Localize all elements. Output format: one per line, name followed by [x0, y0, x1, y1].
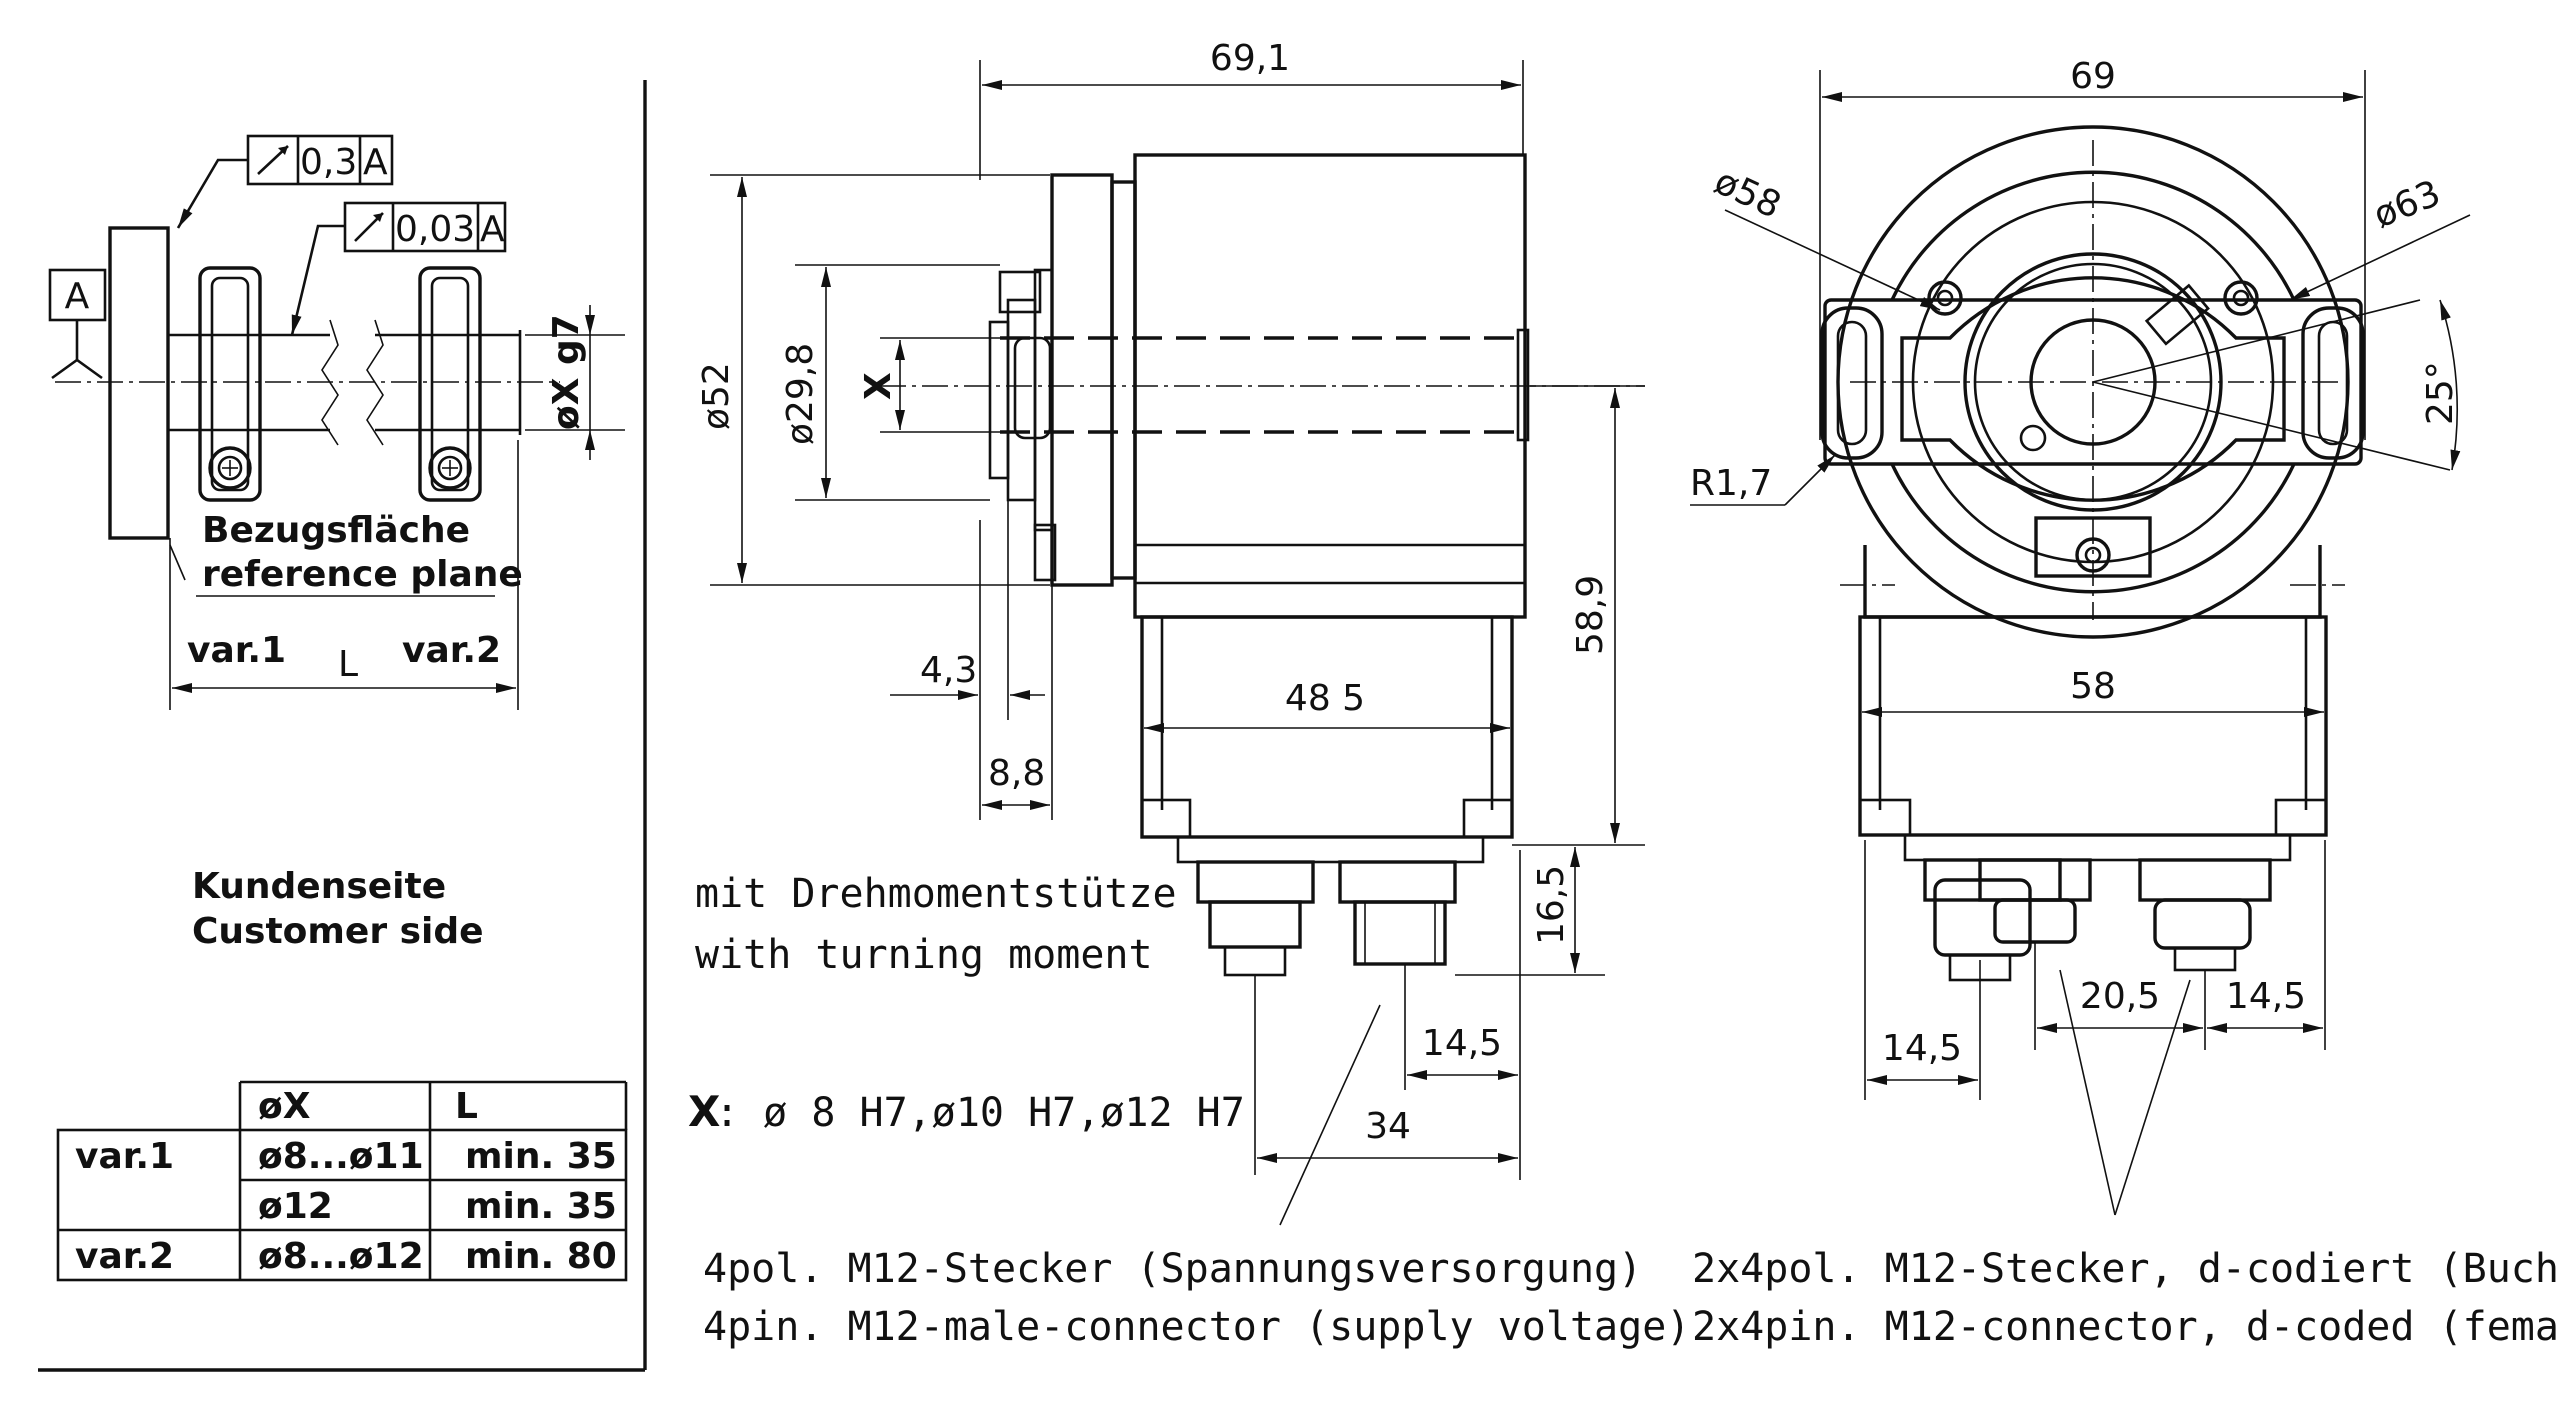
table-row-var: var.1: [75, 1136, 174, 1177]
dim-dia29: ø29,8: [780, 343, 821, 445]
shaft-diameter-label: øX g7: [546, 314, 587, 430]
flange: [108, 226, 170, 540]
customer-side-en: Customer side: [192, 911, 484, 952]
table-row-x: ø8...ø12: [258, 1236, 424, 1277]
dim-dia58: ø58: [1708, 161, 1787, 227]
dim-14-5-right: 14,5: [2226, 976, 2306, 1017]
female-connector-de: 2x4pol. M12-Stecker, d-codiert (Buchse): [1692, 1246, 2558, 1292]
dim-69: 69: [2070, 56, 2116, 97]
table-row-l: min. 35: [465, 1136, 617, 1177]
supply-connector-en: 4pin. M12-male-connector (supply voltage…: [703, 1304, 1690, 1350]
table-row-var: var.2: [75, 1236, 174, 1277]
table-header-l: L: [455, 1086, 478, 1127]
encoder-side-view: 69,1 ø52: [688, 38, 1690, 1350]
torque-note-de: mit Drehmomentstütze: [695, 871, 1177, 917]
dim-14-5: 14,5: [1422, 1023, 1502, 1064]
dim-r1-7: R1,7: [1690, 463, 1772, 504]
dim-34: 34: [1365, 1106, 1411, 1147]
customer-side-de: Kundenseite: [192, 866, 446, 907]
runout-tolerance-1: 0,3: [300, 142, 357, 183]
table-row-l: min. 80: [465, 1236, 617, 1277]
x-values: : ø 8 H7,ø10 H7,ø12 H7: [715, 1090, 1245, 1136]
reference-plane-de: Bezugsfläche: [202, 510, 470, 551]
L-label: L: [338, 644, 358, 685]
dim-14-5-left: 14,5: [1882, 1028, 1962, 1069]
screw-icon: [208, 446, 252, 490]
dim-8-8: 8,8: [988, 753, 1045, 794]
left-shaft-view: A 0,3 A: [38, 80, 647, 1372]
connector-female-2: [2138, 858, 2272, 902]
runout-ref-2: A: [480, 209, 505, 250]
dim-dia63: ø63: [2368, 173, 2446, 236]
screw-icon: [2223, 280, 2259, 316]
runout-tolerance-2: 0,03: [395, 209, 475, 250]
dim-angle: 25°: [2420, 361, 2461, 425]
clamp-right: [418, 266, 482, 502]
encoder-front-view: 69 ø58: [1690, 56, 2558, 1350]
dim-x: X: [858, 372, 899, 400]
table-row-x: ø12: [258, 1186, 333, 1227]
dim-58: 58: [2070, 666, 2116, 707]
table-header-x: øX: [258, 1086, 311, 1127]
dim-58-9: 58,9: [1570, 575, 1611, 655]
var1-label: var.1: [187, 630, 286, 671]
table-row-l: min. 35: [465, 1186, 617, 1227]
dim-48-5: 48 5: [1285, 678, 1365, 719]
dim-4-3: 4,3: [920, 650, 977, 691]
female-connector-en: 2x4pin. M12-connector, d-coded (female): [1692, 1304, 2558, 1350]
dim-dia52: ø52: [696, 362, 737, 430]
supply-connector-de: 4pol. M12-Stecker (Spannungsversorgung): [703, 1246, 1642, 1292]
connector-supply: [1196, 860, 1315, 904]
datum-label: A: [65, 276, 90, 317]
encoder-flange: [1050, 173, 1114, 587]
clamp-left: [198, 266, 262, 502]
torque-note-en: with turning moment: [695, 932, 1153, 978]
reference-plane-en: reference plane: [202, 554, 523, 595]
connector-bus: [1338, 860, 1457, 904]
table-row-x: ø8...ø11: [258, 1136, 424, 1177]
variant-table: øX L var.1 ø8...ø11 min. 35 ø12 min. 35 …: [56, 1080, 628, 1282]
x-values-label: X: [688, 1087, 720, 1136]
dim-width: 69,1: [1210, 38, 1290, 79]
dim-16-5: 16,5: [1531, 865, 1572, 945]
var2-label: var.2: [402, 630, 501, 671]
dim-20-5: 20,5: [2080, 976, 2160, 1017]
screw-icon: [428, 446, 472, 490]
runout-ref-1: A: [363, 142, 388, 183]
